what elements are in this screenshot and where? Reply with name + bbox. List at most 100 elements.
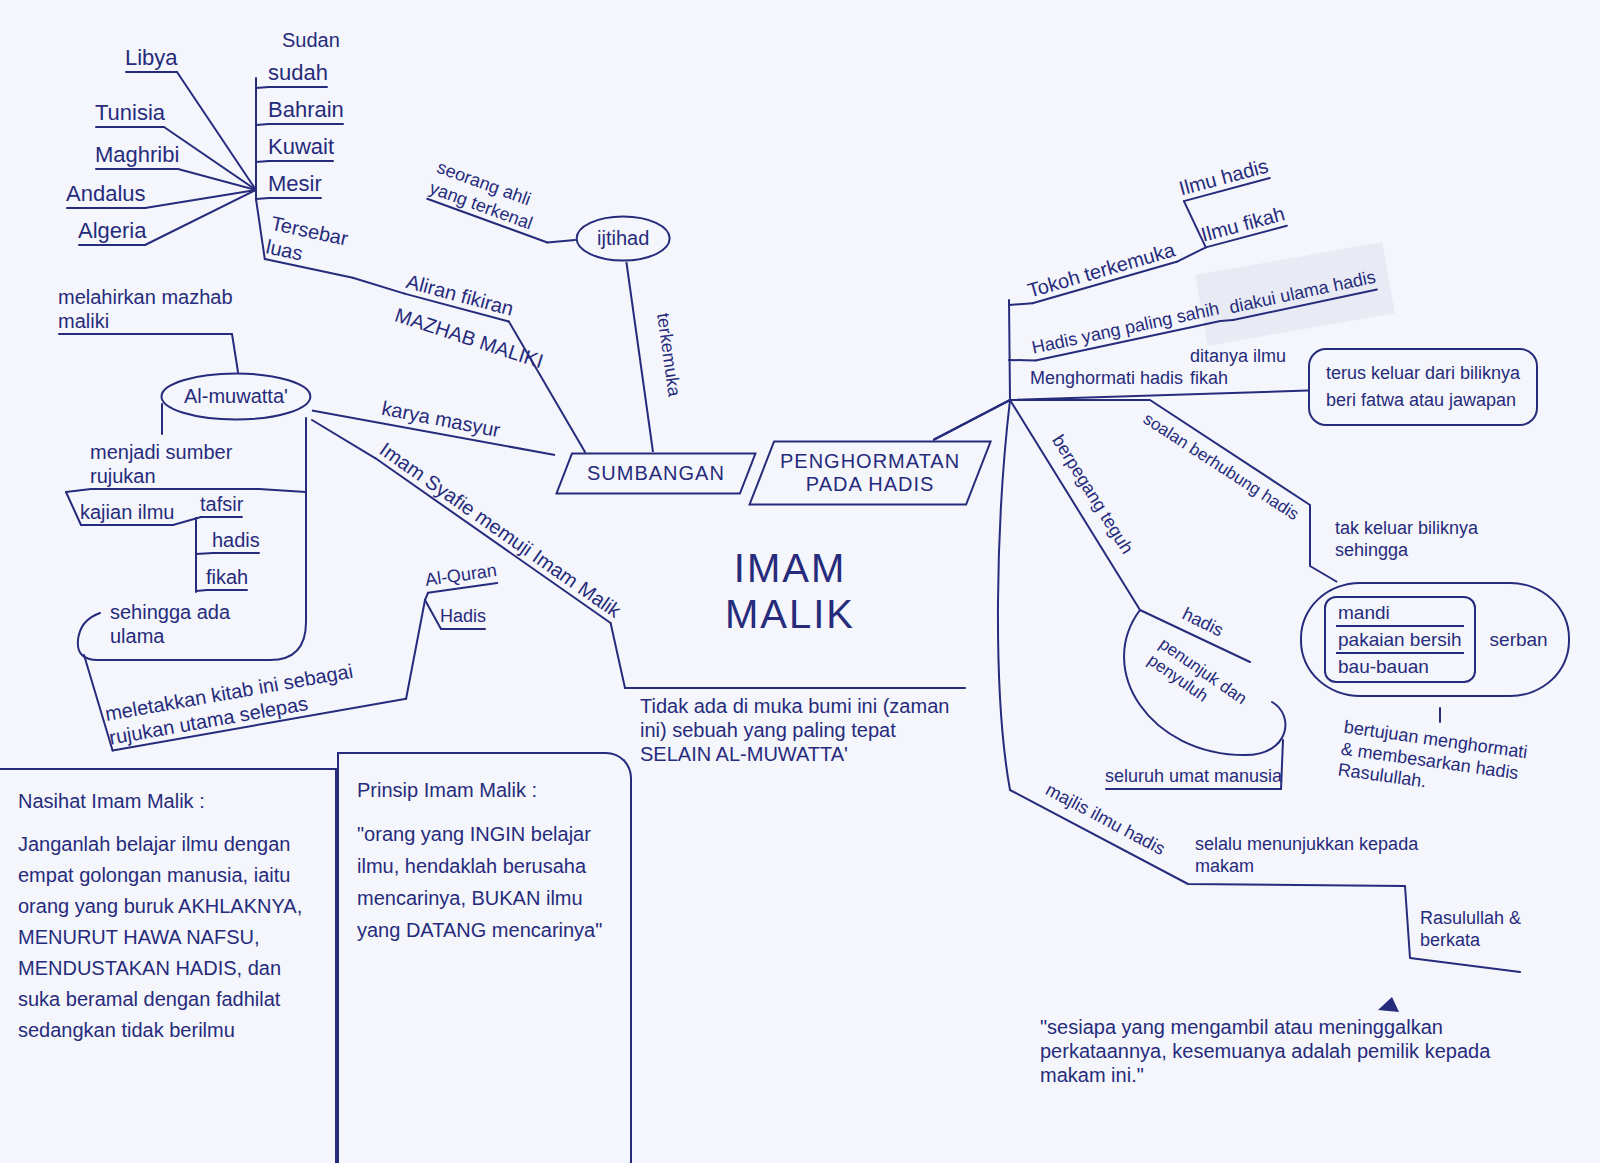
ellipse-outline — [577, 217, 670, 261]
branch-label: seorang ahli yang terkenal — [427, 157, 564, 242]
branch-line — [145, 190, 256, 208]
band-node: SUMBANGAN — [555, 452, 757, 495]
branch-label: Hadis — [440, 606, 486, 628]
label-underline — [269, 160, 333, 162]
branch-label: terkemuka — [651, 312, 684, 398]
node-text: Al-muwatta' — [184, 385, 288, 408]
branch-line — [256, 198, 269, 199]
node-text: pakaian bersih — [1336, 627, 1464, 654]
node-text: mandi — [1336, 600, 1464, 627]
branch-label: Kuwait — [268, 134, 334, 160]
branch-label: fikah — [206, 565, 248, 589]
branch-label: Tokoh terkemuka — [1025, 237, 1178, 302]
branch-line — [1009, 359, 1036, 361]
cylinder-side — [161, 404, 163, 434]
note-box: Nasihat Imam Malik : Janganlah belajar il… — [0, 768, 337, 1163]
branch-line — [406, 600, 425, 699]
branch-label: Algeria — [78, 218, 146, 244]
connector — [626, 262, 653, 452]
note-box: Prinsip Imam Malik :"orang yang INGIN be… — [337, 752, 632, 1163]
node-text: PENGHORMATAN PADA HADIS — [780, 450, 960, 496]
branch-label: bertujuan menghormati & membesarkan hadi… — [1336, 717, 1538, 808]
branch-label: soalan berhubung hadis — [1139, 409, 1302, 525]
node-text: SUMBANGAN — [587, 462, 725, 485]
branch-line — [256, 161, 269, 162]
branch-label: berpegang teguh — [1047, 431, 1137, 558]
branch-line — [425, 593, 428, 600]
label-underline — [67, 207, 145, 209]
branch-line — [1439, 708, 1441, 722]
branch-label: Ilmu fikah — [1198, 201, 1287, 246]
branch-line — [145, 190, 256, 245]
band-outline — [750, 442, 991, 505]
branch-label: Rasulullah & berkata — [1420, 908, 1530, 951]
branch-label: diakui ulama hadis — [1227, 267, 1377, 319]
branch-line — [256, 199, 265, 259]
node-text: Nasihat Imam Malik : — [18, 786, 319, 817]
branch-line — [259, 489, 306, 492]
node-text: "orang yang INGIN belajar ilmu, hendakla… — [357, 818, 612, 946]
branch-label: melahirkan mazhab maliki — [58, 285, 233, 333]
branch-label: Andalus — [66, 181, 146, 207]
branch-label: hadis — [1178, 604, 1226, 642]
branch-label: "sesiapa yang mengambil atau meninggalka… — [1040, 1015, 1560, 1087]
branch-line — [312, 420, 376, 458]
tape-patch — [1195, 242, 1395, 346]
oval-node: ijtihad — [575, 215, 671, 262]
branch-line — [611, 623, 625, 688]
branch-line — [173, 517, 201, 525]
branch-label: majlis ilmu hadis — [1042, 779, 1169, 860]
branch-label: Menghormati hadis — [1030, 368, 1183, 390]
branch-line — [1220, 320, 1233, 321]
cylinder-loop — [78, 418, 306, 660]
label-underline — [59, 333, 232, 335]
branch-label: Sudan — [282, 28, 340, 52]
label-underline — [207, 589, 247, 591]
branch-label: Maghribi — [95, 142, 179, 168]
branch-line — [547, 240, 575, 243]
branch-line — [1177, 247, 1206, 261]
branch-label: MAZHAB MALIKI — [392, 303, 546, 374]
branch-label: seluruh umat manusia — [1105, 766, 1282, 788]
connector — [933, 391, 1308, 440]
branch-line — [256, 124, 269, 125]
item-column: mandipakaian bersihbau-bauan — [1324, 596, 1476, 683]
branch-label: Tersebar luas — [264, 211, 364, 277]
branch-label: Tunisia — [95, 100, 165, 126]
rounded-box: terus keluar dari biliknyaberi fatwa ata… — [1308, 348, 1538, 426]
label-underline — [269, 86, 327, 88]
label-underline — [269, 123, 343, 125]
branch-label: karya masyur — [380, 396, 502, 442]
label-underline — [96, 126, 164, 128]
branch-line — [66, 489, 91, 492]
branch-label: selalu menunjukkan kepada makam — [1195, 834, 1425, 877]
branch-line — [625, 687, 965, 689]
node-text: Janganlah belajar ilmu dengan empat golo… — [18, 829, 319, 1046]
label-underline — [201, 516, 242, 518]
node-text: beri fatwa atau jawapan — [1326, 387, 1520, 414]
node-text: serban — [1476, 629, 1548, 651]
branch-line — [177, 72, 256, 190]
band-outline — [556, 454, 755, 494]
branch-label: Al-Quran — [424, 560, 498, 591]
branch-label: penunjuk dan penyuluh — [1143, 634, 1256, 730]
branch-label: Libya — [125, 45, 178, 71]
branch-line — [255, 78, 257, 200]
ellipse-outline — [161, 374, 310, 420]
oval-group: mandipakaian bersihbau-bauanserban — [1300, 582, 1570, 697]
branch-line — [256, 87, 269, 88]
label-underline — [213, 552, 259, 554]
branch-label: Bahrain — [268, 97, 344, 123]
pointer-triangle — [1378, 997, 1399, 1012]
branch-label: menjadi sumber rujukan — [90, 440, 260, 488]
branch-label: Mesir — [268, 171, 322, 197]
node-text: terus keluar dari biliknya — [1326, 360, 1520, 387]
band-node: PENGHORMATAN PADA HADIS — [748, 440, 992, 506]
label-underline — [91, 488, 259, 490]
bracket-line — [195, 518, 197, 592]
branch-label: sehingga ada ulama — [110, 600, 260, 648]
branch-label: tak keluar biliknya sehingga — [1335, 518, 1500, 561]
branch-label: ditanya ilmu fikah — [1190, 346, 1300, 389]
central-topic: IMAM MALIK — [700, 545, 880, 637]
label-underline — [269, 197, 321, 199]
